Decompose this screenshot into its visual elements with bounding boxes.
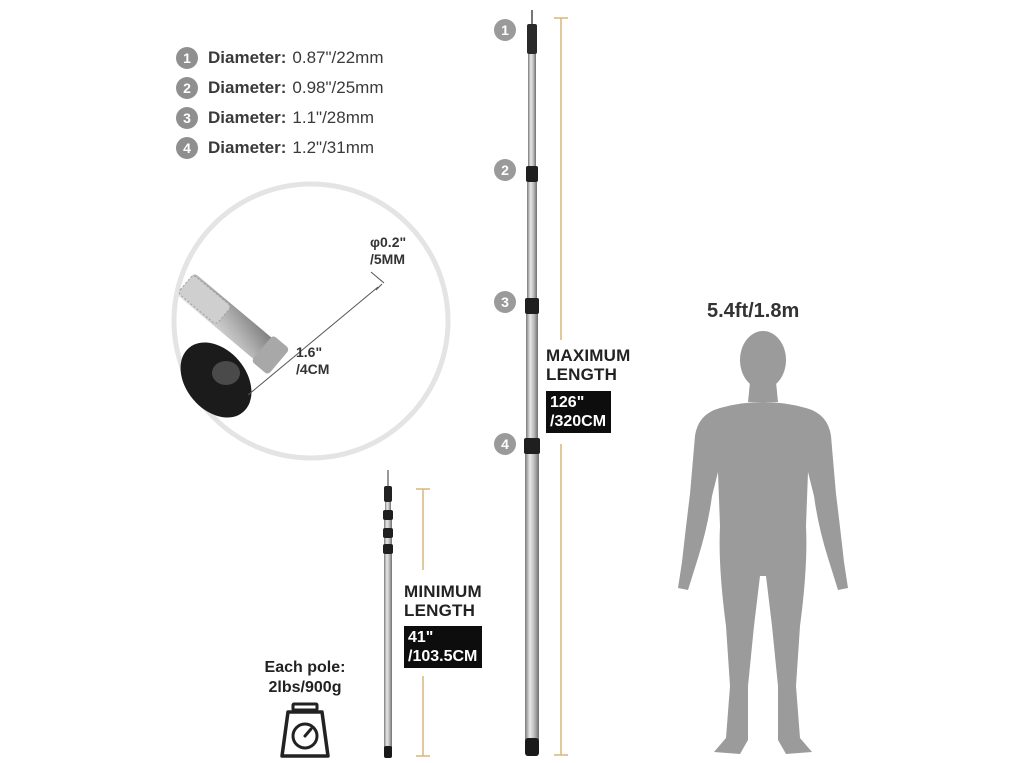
spec-row: 4 Diameter: 1.2"/31mm <box>176 136 374 160</box>
tip-detail-circle <box>171 181 451 461</box>
min-length-label: MINIMUM LENGTH <box>404 582 482 620</box>
number-badge: 4 <box>176 137 198 159</box>
max-length-value1: 126" <box>550 394 585 411</box>
max-length-line1: MAXIMUM <box>546 346 631 365</box>
spec-label: Diameter: <box>208 108 287 127</box>
spec-label: Diameter: <box>208 138 287 157</box>
tip-diameter-metric: /5MM <box>370 251 405 267</box>
spec-value: 0.98"/25mm <box>292 78 384 97</box>
max-length-value: 126" /320CM <box>546 391 612 433</box>
number-badge: 1 <box>176 47 198 69</box>
max-length-line2: LENGTH <box>546 365 618 384</box>
spec-row: 3 Diameter: 1.1"/28mm <box>176 106 374 130</box>
weight-label: Each pole: 2lbs/900g <box>250 658 360 698</box>
tip-length-value: 1.6" <box>296 344 323 360</box>
tip-diameter-value: φ0.2" <box>370 234 407 250</box>
number-badge: 2 <box>176 77 198 99</box>
section-badge: 1 <box>494 19 516 41</box>
tip-diameter-label: φ0.2" /5MM <box>370 234 406 268</box>
spec-row: 2 Diameter: 0.98"/25mm <box>176 76 384 100</box>
spec-value: 1.2"/31mm <box>292 138 375 157</box>
extended-pole <box>524 10 540 756</box>
max-length-label: MAXIMUM LENGTH <box>546 346 631 384</box>
tip-length-metric: /4CM <box>296 361 330 377</box>
section-badge: 4 <box>494 433 516 455</box>
spec-label: Diameter: <box>208 48 287 67</box>
section-badge: 2 <box>494 159 516 181</box>
min-length-value: 41" /103.5CM <box>404 626 483 668</box>
spec-value: 0.87"/22mm <box>292 48 384 67</box>
number-badge: 3 <box>176 107 198 129</box>
collapsed-pole <box>383 470 393 758</box>
spec-label: Diameter: <box>208 78 287 97</box>
tip-length-label: 1.6" /4CM <box>296 344 329 378</box>
spec-row: 1 Diameter: 0.87"/22mm <box>176 46 384 70</box>
min-length-line1: MINIMUM <box>404 582 482 601</box>
max-length-guide <box>554 17 568 756</box>
min-length-line2: LENGTH <box>404 601 476 620</box>
min-length-value1: 41" <box>408 629 434 646</box>
human-height-label: 5.4ft/1.8m <box>707 300 800 322</box>
max-length-value2: /320CM <box>550 413 607 430</box>
min-length-value2: /103.5CM <box>408 648 478 665</box>
min-length-guide <box>416 488 430 757</box>
weight-line1: Each pole: <box>264 659 346 676</box>
section-badge: 3 <box>494 291 516 313</box>
scale-icon <box>280 702 330 758</box>
weight-line2: 2lbs/900g <box>268 679 342 696</box>
human-silhouette <box>678 331 848 754</box>
spec-value: 1.1"/28mm <box>292 108 375 127</box>
